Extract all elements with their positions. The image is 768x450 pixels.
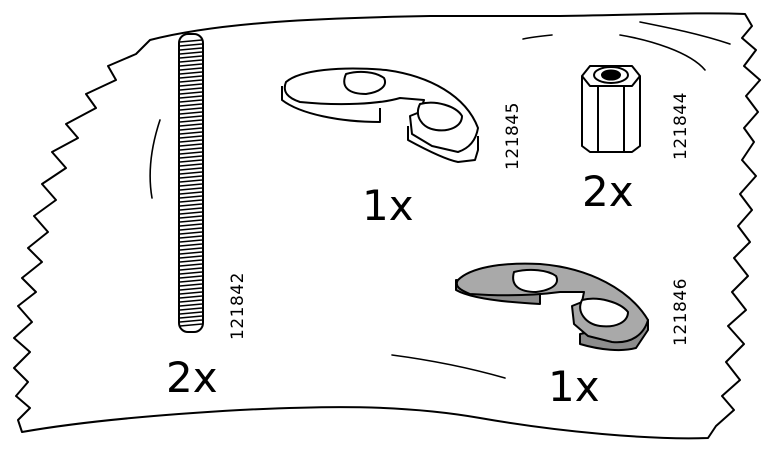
part-number-rod: 121842 [228,272,248,340]
curved-bracket [281,67,479,163]
hex-nut [581,65,641,153]
threaded-rod [178,33,204,333]
quantity-hex-nut: 2x [582,167,634,216]
quantity-gray-plate: 1x [548,362,600,411]
part-number-bracket: 121845 [503,102,523,170]
part-number-gray-plate: 121846 [671,278,691,346]
paper-sketch-lines [149,21,731,379]
part-number-hex-nut: 121844 [671,92,691,160]
quantity-bracket: 1x [362,181,414,230]
gray-bracket-plate [455,262,649,352]
quantity-rod: 2x [166,353,218,402]
